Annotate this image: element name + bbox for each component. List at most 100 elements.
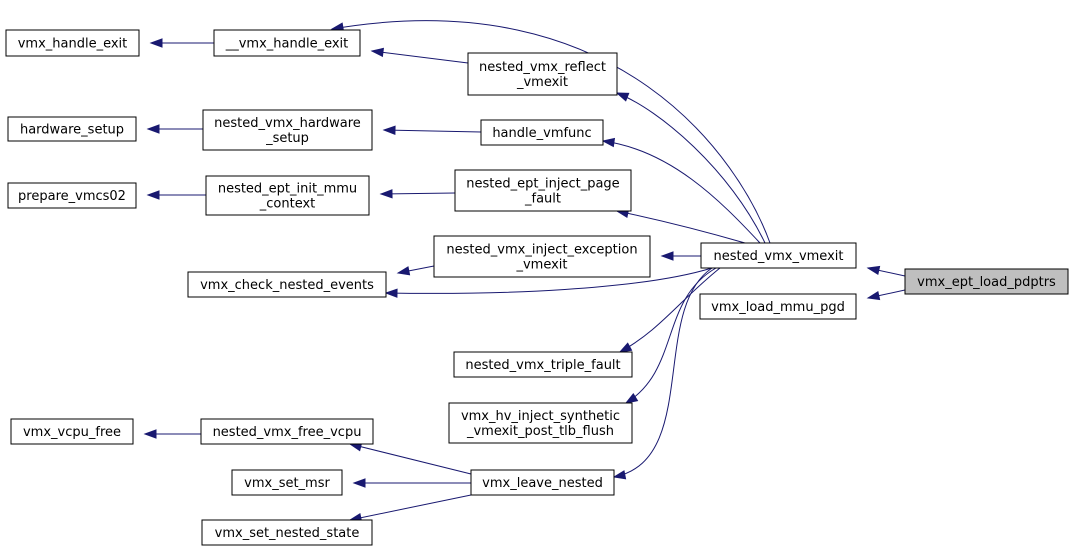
node-box (205, 175, 370, 216)
arrowhead-icon (866, 290, 881, 301)
edge-line (383, 129, 482, 133)
node-box (467, 52, 618, 96)
arrowhead-icon (396, 266, 411, 276)
arrowhead-icon (370, 47, 384, 58)
node-box (699, 293, 857, 320)
arrowhead-icon (612, 470, 627, 480)
edge-line (385, 267, 713, 294)
node-label: nested_vmx_hardware (214, 116, 361, 131)
node-nested-vmx-reflect-vmexit[interactable]: nested_vmx_reflect_vmexit (467, 52, 618, 96)
node-box (201, 519, 373, 546)
edge-line (331, 20, 771, 244)
node-label: nested_vmx_inject_exception (446, 243, 637, 258)
node-box (10, 418, 134, 445)
node-nested-vmx-inject-exception-vmexit[interactable]: nested_vmx_inject_exception_vmexit (433, 235, 651, 278)
node-handle-vmfunc[interactable]: handle_vmfunc (480, 119, 604, 146)
edge-nested_vmx_vmexit-to-vmx_hv_inject_synthetic_vmexit_post_tlb_flush (624, 267, 717, 404)
node-vmx-handle-exit[interactable]: vmx_handle_exit (5, 29, 140, 57)
arrowhead-icon (615, 92, 630, 102)
node-label: _setup (265, 131, 309, 146)
node-hardware-setup[interactable]: hardware_setup (7, 116, 137, 142)
arrowhead-icon (660, 251, 674, 261)
node-nested-vmx-triple-fault[interactable]: nested_vmx_triple_fault (453, 351, 633, 378)
node-vmx-check-nested-events[interactable]: vmx_check_nested_events (187, 271, 387, 298)
edge-nested_vmx_vmexit-to-nested_vmx_triple_fault (618, 267, 721, 353)
arrowhead-icon (143, 429, 157, 439)
arrowhead-icon (146, 190, 160, 200)
arrowhead-icon (384, 288, 398, 298)
node-box (700, 242, 857, 269)
edge-nested_vmx_free_vcpu-to-vmx_vcpu_free (143, 429, 201, 439)
edge-vmx_leave_nested-to-vmx_set_msr (352, 478, 471, 488)
nodes-layer: vmx_handle_exit __vmx_handle_exit nested_v… (5, 29, 1069, 546)
node-label: _vmexit (516, 75, 568, 90)
edge-line (616, 210, 746, 244)
node-box (231, 469, 343, 496)
edge-line (619, 267, 721, 353)
edge-nested_ept_inject_page_fault-to-nested_ept_init_mmu_context (379, 189, 456, 199)
edge-line (349, 443, 472, 475)
node-label: hardware_setup (20, 123, 124, 138)
node-label: vmx_set_nested_state (215, 526, 360, 541)
arrowhead-icon (601, 137, 616, 148)
node-nested-ept-init-mmu-context[interactable]: nested_ept_init_mmu_context (205, 175, 370, 216)
arrowhead-icon (352, 478, 366, 488)
edge-nested_vmx_vmexit-to-vmx_check_nested_events (384, 267, 713, 298)
edge-vmx_ept_load_pdptrs-to-vmx_load_mmu_pgd (866, 289, 906, 301)
node-vmx-leave-nested[interactable]: vmx_leave_nested (470, 469, 615, 496)
node-vmx-vcpu-free[interactable]: vmx_vcpu_free (10, 418, 134, 445)
node-vmx-ept-load-pdptrs[interactable]: vmx_ept_load_pdptrs (904, 268, 1069, 295)
node-label: vmx_handle_exit (18, 37, 128, 52)
node-box (454, 169, 632, 212)
node-box (213, 29, 361, 57)
node-box (453, 351, 633, 378)
edge-nested_ept_init_mmu_context-to-prepare_vmcs02 (146, 190, 206, 200)
node-label: nested_vmx_vmexit (714, 249, 844, 264)
arrowhead-icon (146, 124, 160, 134)
node-label: prepare_vmcs02 (18, 189, 126, 204)
edge-line (349, 494, 472, 521)
edge-nested_vmx_vmexit-to-nested_vmx_reflect_vmexit (615, 92, 766, 244)
edge-line (371, 50, 469, 64)
arrowhead-icon (624, 392, 639, 404)
node-box (480, 119, 604, 146)
node-vmx-set-nested-state[interactable]: vmx_set_nested_state (201, 519, 373, 546)
edge-vmx_leave_nested-to-vmx_set_nested_state (348, 494, 472, 523)
edge-line (613, 267, 713, 478)
edge-nested_vmx_vmexit-to-nested_vmx_inject_exception_vmexit (660, 251, 701, 261)
node-label: nested_vmx_triple_fault (465, 358, 620, 373)
node-label: _context (259, 197, 316, 212)
node-nested-vmx-free-vcpu[interactable]: nested_vmx_free_vcpu (200, 418, 374, 445)
arrowhead-icon (149, 38, 163, 48)
node-box (470, 469, 615, 496)
node-vmx-load-mmu-pgd[interactable]: vmx_load_mmu_pgd (699, 293, 857, 320)
node-nested-ept-inject-page-fault[interactable]: nested_ept_inject_page_fault (454, 169, 632, 212)
node-box (904, 268, 1069, 295)
edge-nested_vmx_vmexit-to-handle_vmfunc (601, 137, 761, 244)
node-nested-vmx-vmexit[interactable]: nested_vmx_vmexit (700, 242, 857, 269)
node-nested-vmx-hardware-setup[interactable]: nested_vmx_hardware_setup (202, 109, 373, 151)
node-box (433, 235, 651, 278)
node-label: __vmx_handle_exit (225, 37, 349, 52)
node-prepare-vmcs02[interactable]: prepare_vmcs02 (7, 182, 137, 209)
node-vmx-set-msr[interactable]: vmx_set_msr (231, 469, 343, 496)
node-label: nested_ept_init_mmu (218, 182, 357, 197)
node-label: vmx_leave_nested (482, 476, 603, 491)
node-label: vmx_check_nested_events (200, 278, 374, 293)
node-label: nested_vmx_free_vcpu (213, 425, 362, 440)
edge-line (602, 140, 761, 244)
edge-vmx_leave_nested-to-nested_vmx_free_vcpu (348, 442, 472, 475)
node-label: _vmexit_post_tlb_flush (466, 424, 614, 439)
edge-nested_vmx_vmexit-to-vmx_leave_nested (612, 267, 713, 480)
node-label: nested_vmx_reflect (479, 60, 606, 75)
edge-nested_vmx_reflect_vmexit-to-__vmx_handle_exit (370, 47, 469, 64)
node-box (448, 402, 633, 444)
edge-__vmx_handle_exit-to-vmx_handle_exit (149, 38, 214, 48)
node-box (7, 116, 137, 142)
node-label: vmx_vcpu_free (23, 425, 121, 440)
edge-nested_vmx_inject_exception_vmexit-to-vmx_check_nested_events (396, 265, 435, 276)
arrowhead-icon (618, 342, 633, 353)
edge-nested_vmx_vmexit-to-__vmx_handle_exit (330, 20, 771, 244)
node---vmx-handle-exit[interactable]: __vmx_handle_exit (213, 29, 361, 57)
node-vmx-hv-inject-synthetic-vmexit-post-tlb-flush[interactable]: vmx_hv_inject_synthetic_vmexit_post_tlb_… (448, 402, 633, 444)
